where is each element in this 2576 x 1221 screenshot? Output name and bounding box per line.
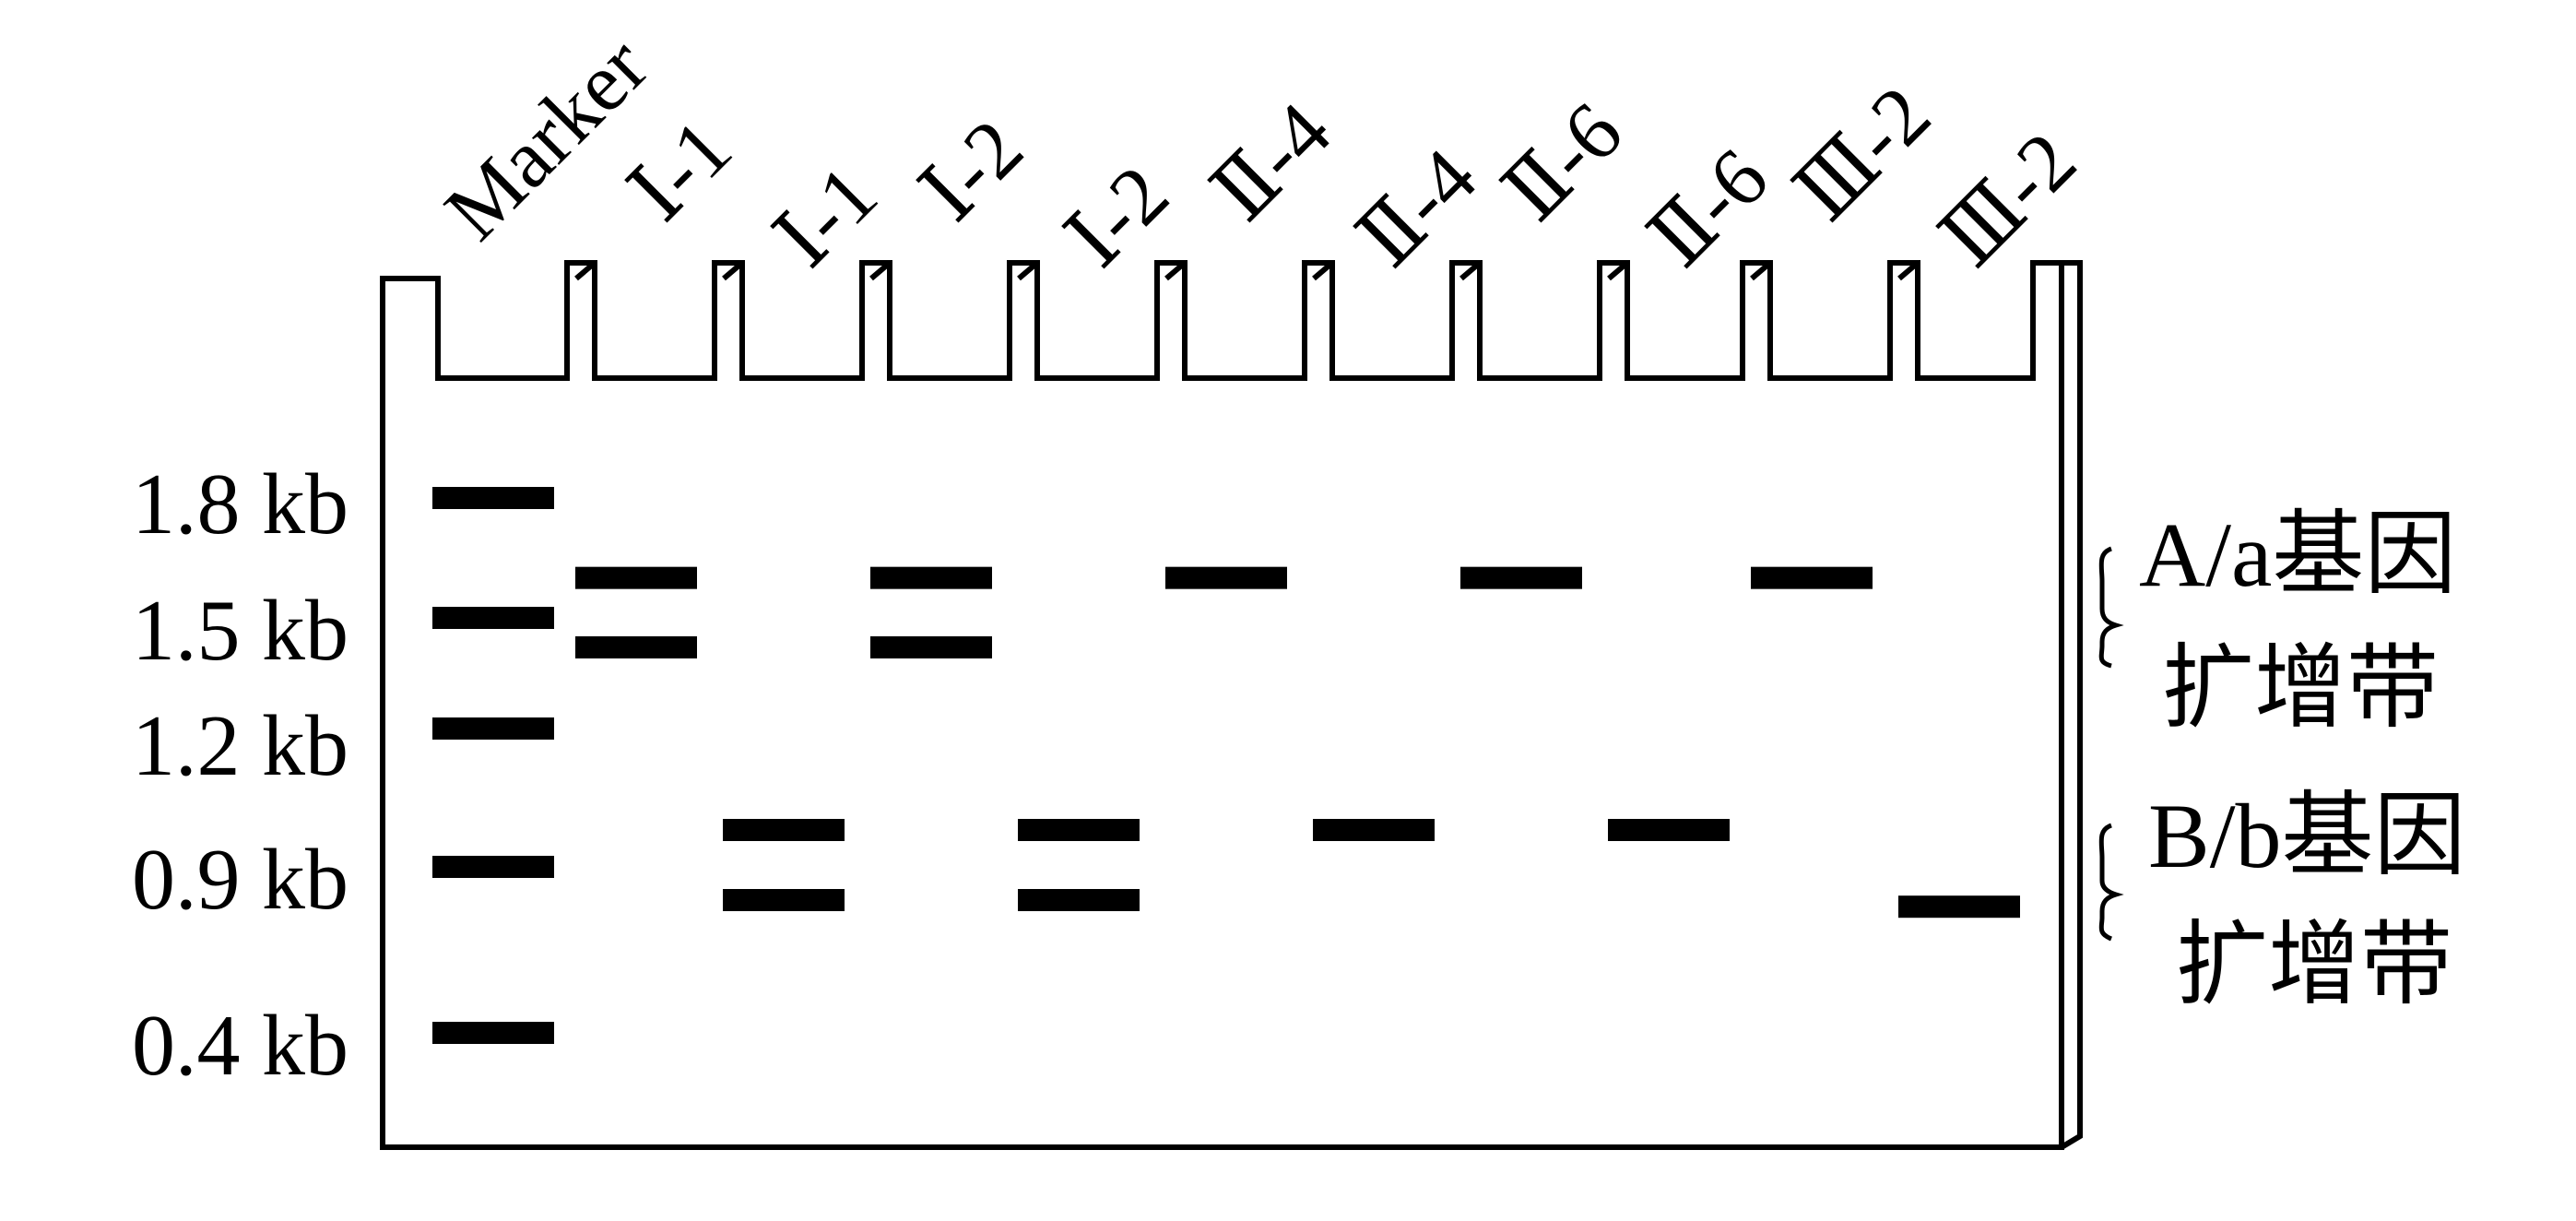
lane-band [1018, 819, 1140, 841]
lane-band [870, 636, 992, 658]
marker-band [432, 856, 554, 878]
lane-band [1018, 889, 1140, 911]
aa-band-label: 扩增带 [2162, 637, 2439, 740]
bb-group: B/b基因 扩增带 [2098, 785, 2465, 1016]
lane-label: Ⅲ-2 [1778, 69, 1947, 239]
lane-band [575, 566, 697, 589]
lane-band [1751, 566, 1873, 589]
lane-band [1608, 819, 1730, 841]
bb-band-label: 扩增带 [2176, 914, 2452, 1016]
size-label: 0.9 kb [132, 832, 349, 928]
marker-band [432, 607, 554, 629]
lane-label: Ⅰ-1 [612, 102, 749, 239]
marker-band [432, 717, 554, 740]
lane-band [723, 889, 845, 911]
marker-band [432, 1022, 554, 1044]
lane-label: Ⅱ-6 [1486, 86, 1639, 239]
lane-band [870, 566, 992, 589]
lane-band [1898, 895, 2020, 919]
gel-bands [432, 487, 2020, 1044]
lane-label: Ⅰ-2 [904, 102, 1040, 239]
bb-gene-label: B/b基因 [2148, 785, 2465, 887]
aa-gene-label: A/a基因 [2139, 504, 2456, 606]
lane-label: Ⅱ-4 [1195, 86, 1348, 239]
size-label: 0.4 kb [132, 998, 349, 1094]
lane-band [1460, 566, 1582, 589]
marker-lane-label: Marker [428, 20, 665, 257]
marker-size-labels: 1.8 kb 1.5 kb 1.2 kb 0.9 kb 0.4 kb [132, 456, 349, 1094]
lane-label: Ⅲ-2 [1923, 115, 2093, 285]
lane-band [1165, 566, 1287, 589]
lane-band [1313, 819, 1435, 841]
gel-outline [380, 260, 2083, 1150]
brace-icon [2098, 823, 2124, 942]
size-label: 1.8 kb [132, 456, 349, 552]
brace-icon [2098, 546, 2124, 669]
size-label: 1.5 kb [132, 583, 349, 679]
aa-group: A/a基因 扩增带 [2098, 504, 2456, 740]
lane-band [575, 636, 697, 658]
lane-band [723, 819, 845, 841]
marker-band [432, 487, 554, 509]
size-label: 1.2 kb [132, 698, 349, 794]
